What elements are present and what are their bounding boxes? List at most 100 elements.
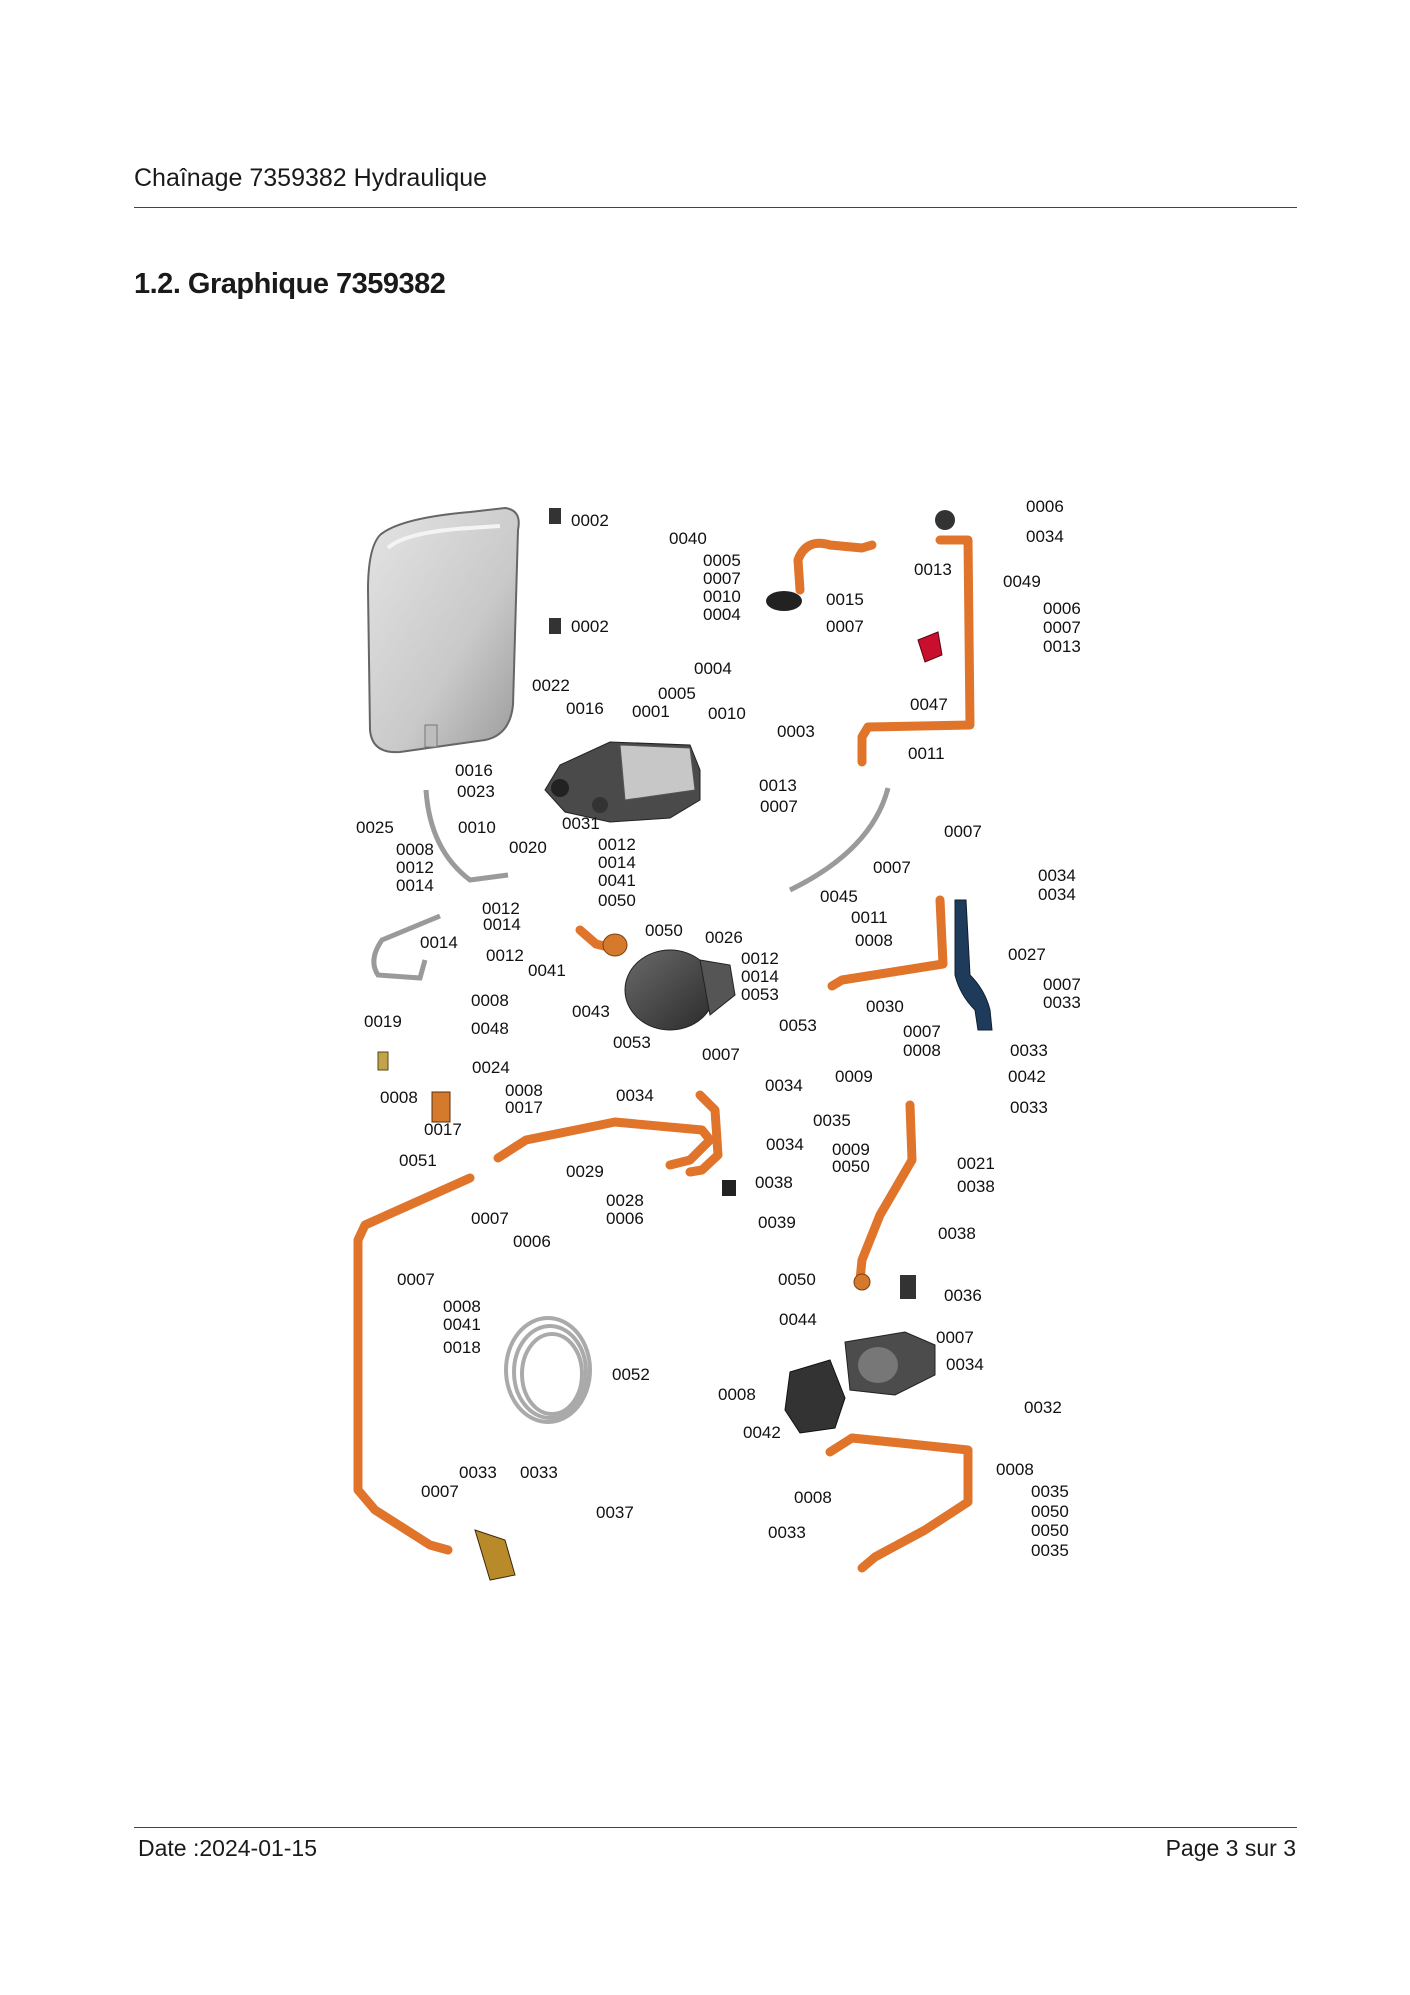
callout-labels: 0002 0002 0040 0005 0007 0010 0004 0015 …	[356, 497, 1081, 1560]
callout-label: 0048	[471, 1019, 509, 1038]
callout-label: 0007	[760, 797, 798, 816]
pipe-riser	[685, 1090, 723, 1177]
callout-label: 0016	[566, 699, 604, 718]
hydraulic-block	[544, 741, 701, 823]
callout-label: 0012	[741, 949, 779, 968]
pipe-0028	[353, 1173, 475, 1555]
callout-label: 0020	[509, 838, 547, 857]
callout-label: 0010	[703, 587, 741, 606]
pipe-0037	[825, 1433, 973, 1573]
callout-label: 0040	[669, 529, 707, 548]
callout-label: 0050	[1031, 1502, 1069, 1521]
callout-label: 0005	[703, 551, 741, 570]
copper-pipes	[353, 535, 975, 1573]
callout-label: 0008	[855, 931, 893, 950]
pipe-0035	[855, 1100, 917, 1285]
callout-label: 0034	[946, 1355, 984, 1374]
callout-label: 0033	[1010, 1098, 1048, 1117]
callout-label: 0004	[694, 659, 732, 678]
callout-label: 0017	[424, 1120, 462, 1139]
callout-label: 0034	[1026, 527, 1064, 546]
pump-motor-0052	[784, 1359, 846, 1434]
pipe-0030	[827, 895, 948, 991]
callout-label: 0007	[1043, 618, 1081, 637]
callout-label: 0007	[1043, 975, 1081, 994]
callout-label: 0009	[835, 1067, 873, 1086]
pipe-0040	[793, 538, 877, 595]
callout-label: 0050	[832, 1157, 870, 1176]
callout-label: 0051	[399, 1151, 437, 1170]
callout-label: 0047	[910, 695, 948, 714]
callout-label: 0008	[996, 1460, 1034, 1479]
callout-label: 0053	[613, 1033, 651, 1052]
callout-label: 0008	[718, 1385, 756, 1404]
callout-label: 0025	[356, 818, 394, 837]
pipe-0049	[857, 535, 975, 767]
callout-label: 0007	[944, 822, 982, 841]
insulation-0027	[954, 899, 993, 1031]
callout-label: 0011	[908, 744, 945, 763]
callout-label: 0018	[443, 1338, 481, 1357]
callout-label: 0033	[459, 1463, 497, 1482]
callout-label: 0014	[483, 915, 521, 934]
callout-label: 0033	[1043, 993, 1081, 1012]
callout-label: 0007	[702, 1045, 740, 1064]
pump-body-0036	[844, 1331, 936, 1396]
callout-label: 0033	[520, 1463, 558, 1482]
callout-label: 0035	[813, 1111, 851, 1130]
callout-label: 0034	[765, 1076, 803, 1095]
pipe-0029	[493, 1117, 715, 1170]
callout-label: 0008	[380, 1088, 418, 1107]
callout-label: 0043	[572, 1002, 610, 1021]
circulator-pump-0043	[602, 933, 736, 1031]
callout-label: 0034	[766, 1135, 804, 1154]
callout-label: 0050	[1031, 1521, 1069, 1540]
flex-hoses	[371, 787, 891, 981]
callout-label: 0008	[903, 1041, 941, 1060]
callout-label: 0014	[741, 967, 779, 986]
document-header-title: Chaînage 7359382 Hydraulique	[134, 164, 488, 192]
callout-label: 0007	[826, 617, 864, 636]
callout-label: 0022	[532, 676, 570, 695]
callout-label: 0033	[768, 1523, 806, 1542]
callout-label: 0042	[1008, 1067, 1046, 1086]
callout-label: 0001	[632, 702, 670, 721]
callout-label: 0006	[1043, 599, 1081, 618]
callout-label: 0011	[851, 908, 888, 927]
callout-label: 0052	[612, 1365, 650, 1384]
callout-label: 0041	[443, 1315, 481, 1334]
callout-label: 0038	[957, 1177, 995, 1196]
callout-label: 0030	[866, 997, 904, 1016]
callout-label: 0036	[944, 1286, 982, 1305]
expansion-tank	[366, 506, 520, 754]
callout-label: 0049	[1003, 572, 1041, 591]
callout-label: 0012	[396, 858, 434, 877]
callout-label: 0034	[616, 1086, 654, 1105]
callout-label: 0007	[397, 1270, 435, 1289]
footer-page-number: Page 3 sur 3	[1165, 1835, 1296, 1861]
callout-label: 0035	[1031, 1482, 1069, 1501]
callout-label: 0006	[513, 1232, 551, 1251]
callout-label: 0010	[708, 704, 746, 723]
callout-label: 0007	[903, 1022, 941, 1041]
callout-label: 0053	[741, 985, 779, 1004]
callout-label: 0007	[873, 858, 911, 877]
callout-label: 0021	[957, 1154, 995, 1173]
callout-label: 0031	[562, 814, 600, 833]
callout-label: 0023	[457, 782, 495, 801]
callout-label: 0034	[1038, 885, 1076, 904]
callout-label: 0045	[820, 887, 858, 906]
callout-label: 0013	[1043, 637, 1081, 656]
callout-label: 0039	[758, 1213, 796, 1232]
callout-label: 0010	[458, 818, 496, 837]
callout-label: 0008	[396, 840, 434, 859]
callout-label: 0050	[645, 921, 683, 940]
callout-label: 0007	[936, 1328, 974, 1347]
section-title: 1.2. Graphique 7359382	[134, 268, 446, 300]
callout-label: 0007	[703, 569, 741, 588]
callout-label: 0008	[443, 1297, 481, 1316]
callout-label: 0014	[420, 933, 458, 952]
callout-label: 0007	[421, 1482, 459, 1501]
callout-label: 0033	[1010, 1041, 1048, 1060]
callout-label: 0006	[1026, 497, 1064, 516]
